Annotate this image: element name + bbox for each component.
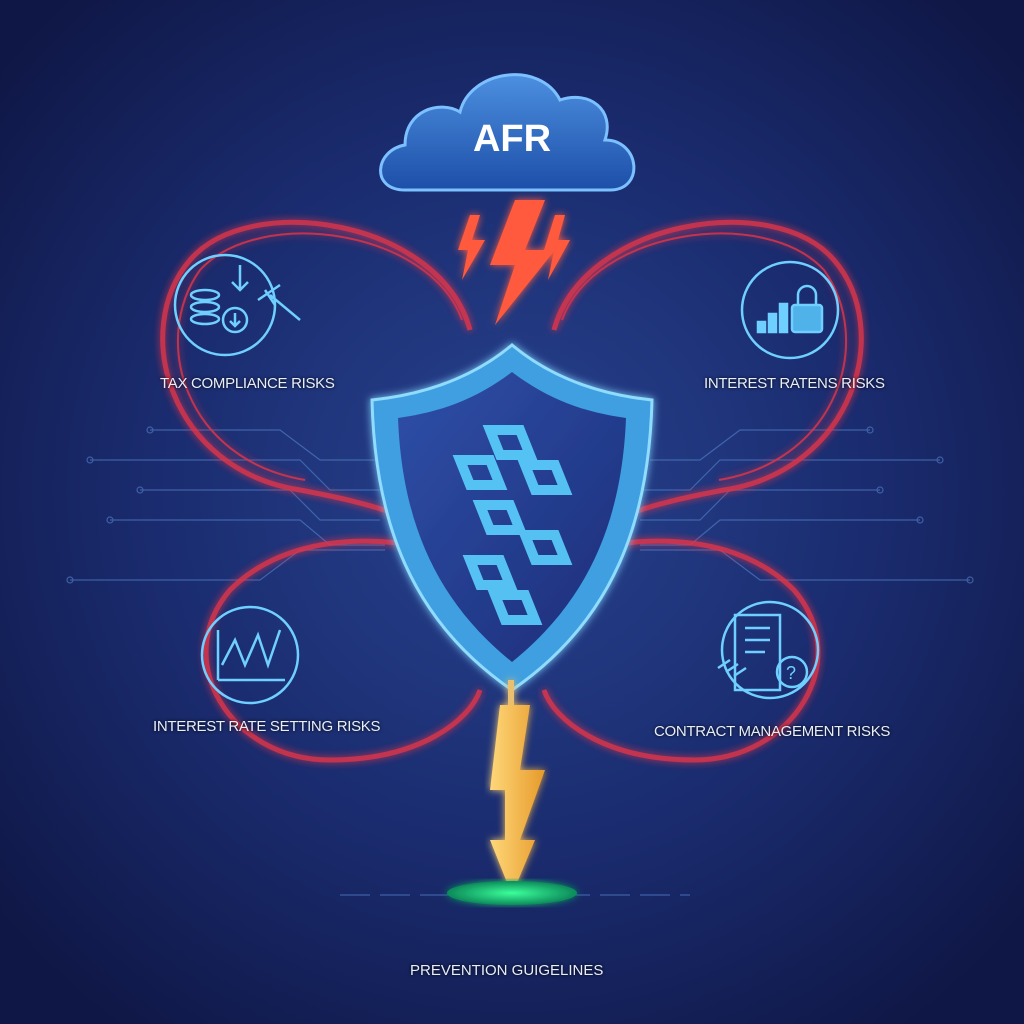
chart-lock-icon <box>740 260 840 360</box>
interest-rate-setting-risks-label: INTEREST RATE SETTING RISKS <box>153 718 381 735</box>
lightning-gold-icon <box>490 680 545 895</box>
shield-icon <box>370 343 654 692</box>
afr-cloud <box>379 73 636 192</box>
contract-chain-icon: ? <box>717 600 820 700</box>
svg-text:?: ? <box>786 663 796 683</box>
cloud-title: AFR <box>472 118 552 160</box>
prevention-guidelines-label: PREVENTION GUIGELINES <box>410 962 604 979</box>
lightning-red-icon <box>458 200 570 325</box>
tax-compliance-icon <box>173 253 301 357</box>
interest-ratens-risks-label: INTEREST RATENS RISKS <box>704 375 885 392</box>
contract-management-risks-label: CONTRACT MANAGEMENT RISKS <box>654 723 891 740</box>
line-chart-icon <box>200 605 300 705</box>
circuit-lines <box>66 426 974 896</box>
tax-compliance-risks-label: TAX COMPLIANCE RISKS <box>160 375 335 392</box>
prevention-glow <box>447 881 577 905</box>
